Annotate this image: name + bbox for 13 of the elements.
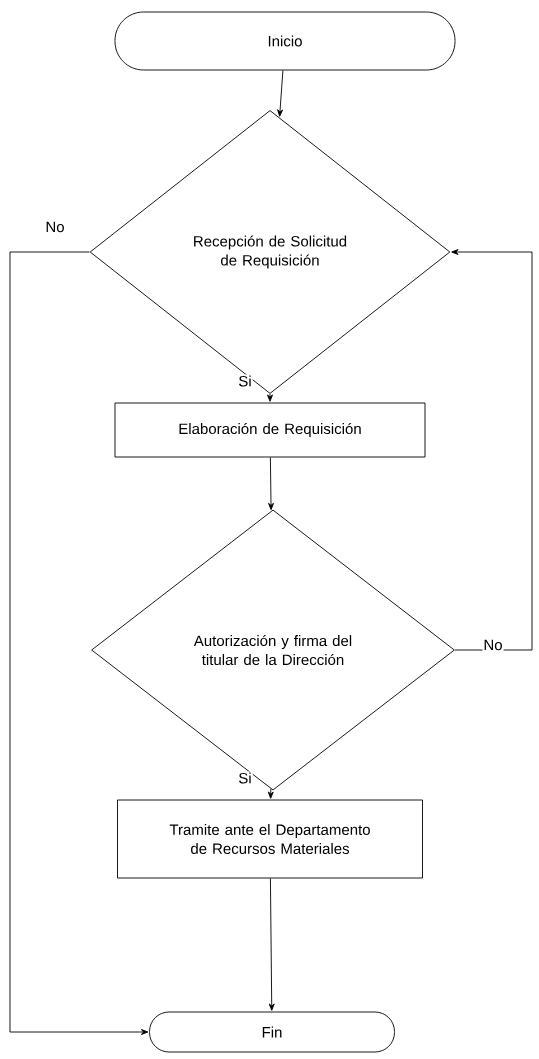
process-box: Tramite ante el Departamento de Recursos Materiales [117,799,423,879]
edge-label: No [44,220,66,234]
arrow [451,249,533,651]
arrow [268,457,274,511]
edge-label: No [482,638,504,652]
arrow [267,788,274,799]
arrow [267,393,273,402]
arrow [277,70,284,117]
edge-label: Si [237,374,253,388]
edge-label: Si [237,771,253,785]
arrow [9,251,149,1035]
arrow [268,878,275,1011]
process-box: Elaboración de Requisición [114,402,426,458]
